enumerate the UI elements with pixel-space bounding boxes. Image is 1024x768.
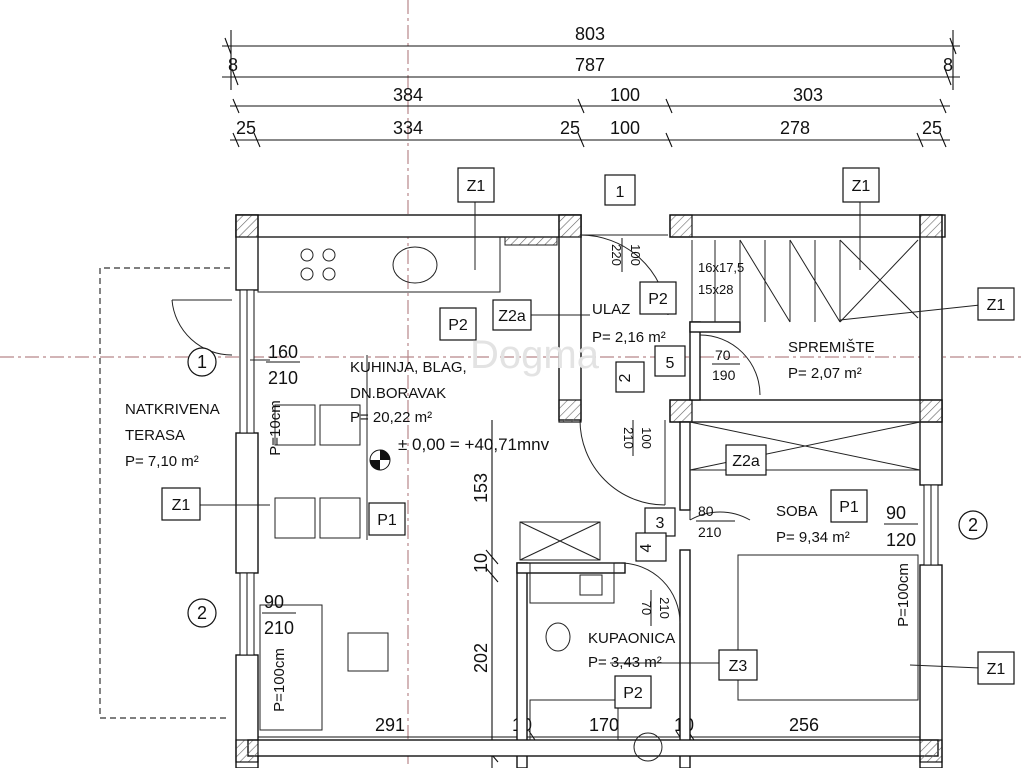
tag-z1-right-bottom: Z1 xyxy=(987,661,1006,678)
walls xyxy=(235,214,946,768)
door-80: 80 xyxy=(698,503,714,519)
door-70-h: 190 xyxy=(712,367,736,383)
tag-z1-storage: Z1 xyxy=(852,178,871,195)
tag-z1-left: Z1 xyxy=(172,497,191,514)
room-label: SOBA xyxy=(776,503,818,520)
parapet-left-2: P=100cm xyxy=(271,648,288,712)
tag-p2-bath: P2 xyxy=(623,685,643,702)
tag-boxes xyxy=(161,167,1015,709)
bath-label: KUPAONICA xyxy=(588,630,675,647)
dim-overall: 803 xyxy=(575,24,605,44)
opening-160-h: 210 xyxy=(268,368,298,388)
opening-90-right-h: 120 xyxy=(886,530,916,550)
parapet-left: P=10cm xyxy=(267,400,284,455)
tag-p1-kitchen: P1 xyxy=(377,512,397,529)
marker-2: 2 xyxy=(617,373,634,382)
door-100-a: 100 xyxy=(628,244,643,266)
tag-z1-right-top: Z1 xyxy=(987,297,1006,314)
tag-z1-kitchen: Z1 xyxy=(467,178,486,195)
parapet-right: P=100cm xyxy=(895,563,912,627)
section-markers xyxy=(187,347,988,628)
door-100-b: 100 xyxy=(639,427,654,449)
stair-size-2: 15x28 xyxy=(698,282,733,297)
level-label: ± 0,00 = +40,71mnv xyxy=(398,435,550,454)
dim-291: 291 xyxy=(375,715,405,735)
door-70: 70 xyxy=(715,347,731,363)
door-80-h: 210 xyxy=(698,524,722,540)
kitchen-area: P= 20,22 m² xyxy=(350,409,432,426)
terrace-label-1: NATKRIVENA xyxy=(125,401,220,418)
opening-90-left-h: 210 xyxy=(264,618,294,638)
bath-area: P= 3,43 m² xyxy=(588,654,662,671)
dim-334: 334 xyxy=(393,118,423,138)
door-210-v: 210 xyxy=(657,597,672,619)
door-210-b: 210 xyxy=(621,427,636,449)
wall-corners xyxy=(235,214,943,763)
entry-area: P= 2,16 m² xyxy=(592,329,666,346)
dim-202: 202 xyxy=(471,643,491,673)
door-70-v: 70 xyxy=(639,601,654,615)
kitchen-label-1: KUHINJA, BLAG, xyxy=(350,359,467,376)
watermark: Dogma xyxy=(470,333,600,377)
dim-384: 384 xyxy=(393,85,423,105)
terrace-area: P= 7,10 m² xyxy=(125,453,199,470)
tag-z2a-entry: Z2a xyxy=(498,308,526,325)
level-marker-icon xyxy=(369,449,391,471)
marker-3: 3 xyxy=(656,515,665,532)
section-2-left: 2 xyxy=(197,603,207,623)
dim-100-b: 100 xyxy=(610,118,640,138)
terrace-outline xyxy=(99,267,230,719)
opening-90-right: 90 xyxy=(886,503,906,523)
dim-170: 170 xyxy=(589,715,619,735)
dim-153: 153 xyxy=(471,473,491,503)
dim-10-v: 10 xyxy=(471,553,491,573)
dim-303: 303 xyxy=(793,85,823,105)
tag-p2-entry: P2 xyxy=(648,291,668,308)
kitchen-label-2: DN.BORAVAK xyxy=(350,385,446,402)
tag-z3: Z3 xyxy=(729,658,748,675)
door-220: 220 xyxy=(609,244,624,266)
dim-278: 278 xyxy=(780,118,810,138)
dim-25-a: 25 xyxy=(236,118,256,138)
section-1-left: 1 xyxy=(197,352,207,372)
windows xyxy=(239,289,939,656)
room-area: P= 9,34 m² xyxy=(776,529,850,546)
opening-160: 160 xyxy=(268,342,298,362)
storage-label: SPREMIŠTE xyxy=(788,339,875,356)
tag-p2-kitchen: P2 xyxy=(448,317,468,334)
dim-100-top: 100 xyxy=(610,85,640,105)
stair-size-1: 16x17,5 xyxy=(698,260,744,275)
dim-25-b: 25 xyxy=(560,118,580,138)
entry-label: ULAZ xyxy=(592,301,630,318)
dim-wall-right: 8 xyxy=(943,55,953,75)
marker-1: 1 xyxy=(616,184,625,201)
dim-256: 256 xyxy=(789,715,819,735)
tag-p1-room: P1 xyxy=(839,499,859,516)
terrace-label-2: TERASA xyxy=(125,427,185,444)
opening-90-left: 90 xyxy=(264,592,284,612)
dim-wall-left: 8 xyxy=(228,55,238,75)
marker-4: 4 xyxy=(638,543,655,552)
tag-z2a-room: Z2a xyxy=(732,453,760,470)
dim-25-c: 25 xyxy=(922,118,942,138)
storage-area: P= 2,07 m² xyxy=(788,365,862,382)
section-2-right: 2 xyxy=(968,515,978,535)
marker-5: 5 xyxy=(666,355,675,372)
dim-inner: 787 xyxy=(575,55,605,75)
